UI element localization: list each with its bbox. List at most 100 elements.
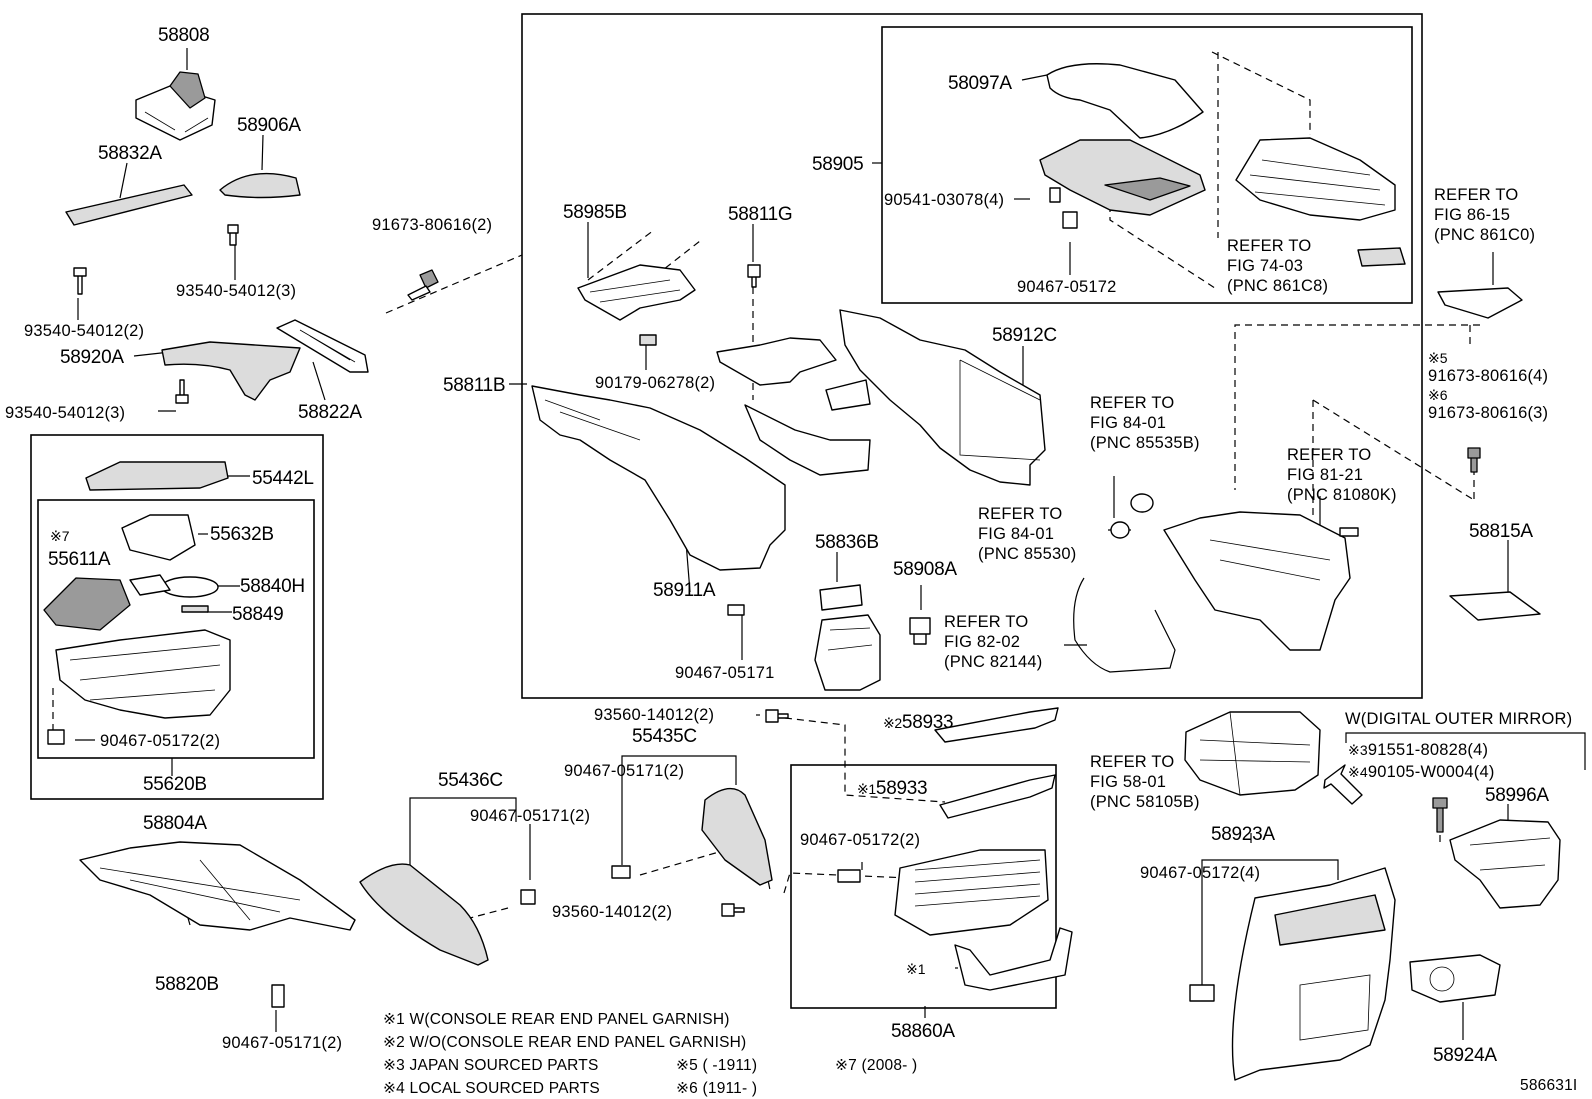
label-93540-54012-3b: 93540-54012(3) xyxy=(5,404,125,422)
part-labels: 58808 58906A 58832A 93540-54012(2) 93540… xyxy=(5,25,1577,1094)
label-91673-80616-2: 91673-80616(2) xyxy=(372,216,492,234)
label-90467-05171-2c: 90467-05171(2) xyxy=(564,762,684,780)
label-58906A: 58906A xyxy=(237,115,301,136)
label-93560-14012-2b: 93560-14012(2) xyxy=(552,903,672,921)
svg-text:REFER TO: REFER TO xyxy=(978,505,1062,523)
part-58933-garnish-upper xyxy=(934,707,1059,743)
part-55632B-bracket xyxy=(121,514,196,561)
part-91551-screw xyxy=(1432,797,1448,833)
box-58860A xyxy=(790,764,1057,1009)
legend-note-3: ※3 JAPAN SOURCED PARTS xyxy=(383,1057,599,1074)
part-58911A-console-side xyxy=(531,385,786,571)
part-tray-body xyxy=(55,629,231,719)
svg-text:(PNC 861C8): (PNC 861C8) xyxy=(1227,277,1328,295)
part-90467-05172-clip-top xyxy=(1062,211,1078,229)
part-58920A-trim xyxy=(161,341,301,401)
label-58836B: 58836B xyxy=(815,532,879,553)
label-58097A: 58097A xyxy=(948,73,1012,94)
label-91673-80616-3: 91673-80616(3) xyxy=(1428,404,1548,422)
part-90467-05171-clip-bracket xyxy=(271,984,285,1008)
label-93540-54012-3a: 93540-54012(3) xyxy=(176,282,296,300)
label-90541-03078-4: 90541-03078(4) xyxy=(884,191,1004,209)
digital-mirror-bracket xyxy=(1345,732,1586,770)
part-90467-05171-clip-panel xyxy=(520,889,536,905)
label-58820B: 58820B xyxy=(155,974,219,995)
svg-text:(PNC 85535B): (PNC 85535B) xyxy=(1090,434,1200,452)
label-90467-05172-2b: 90467-05172(2) xyxy=(800,831,920,849)
footnote-legend: ※1 W(CONSOLE REAR END PANEL GARNISH) ※2 … xyxy=(383,1011,917,1097)
svg-text:FIG 81-21: FIG 81-21 xyxy=(1287,466,1363,484)
refer-to-86-15: REFER TO FIG 86-15 (PNC 861C0) xyxy=(1434,186,1535,244)
svg-text:FIG 84-01: FIG 84-01 xyxy=(1090,414,1166,432)
part-58849-mat xyxy=(181,605,209,613)
label-90467-05171: 90467-05171 xyxy=(675,664,774,682)
label-58804A: 58804A xyxy=(143,813,207,834)
part-90467-05172-clip-tray xyxy=(47,729,65,745)
label-90467-05172-2a: 90467-05172(2) xyxy=(100,732,220,750)
legend-note-6: ※6 (1911- ) xyxy=(676,1080,757,1097)
mark-5: ※5 xyxy=(1428,350,1448,366)
label-58933-upper: ※258933 xyxy=(883,712,953,733)
part-58820B-bracket xyxy=(79,841,356,931)
label-55436C: 55436C xyxy=(438,770,503,791)
label-58996A: 58996A xyxy=(1485,785,1549,806)
part-58840H-mat xyxy=(129,574,219,598)
part-58923A-panel xyxy=(1231,867,1396,1081)
label-58811G: 58811G xyxy=(728,204,792,225)
svg-text:FIG 86-15: FIG 86-15 xyxy=(1434,206,1510,224)
label-58808: 58808 xyxy=(158,25,209,46)
label-58924A: 58924A xyxy=(1433,1045,1497,1066)
screws-left xyxy=(73,224,239,404)
label-55442L: 55442L xyxy=(252,468,314,489)
diagram-id: 586631I xyxy=(1520,1077,1577,1094)
refer-to-84-01-a: REFER TO FIG 84-01 (PNC 85535B) xyxy=(1090,394,1200,452)
main-group-box xyxy=(521,13,1423,699)
label-58822A: 58822A xyxy=(298,402,362,423)
condition-digital-outer-mirror: W(DIGITAL OUTER MIRROR) xyxy=(1345,710,1572,728)
label-90105-W0004-4: ※490105-W0004(4) xyxy=(1348,763,1495,781)
part-58822A-trim xyxy=(276,319,369,373)
armrest-group-box xyxy=(881,26,1413,304)
part-cigarette-lighter xyxy=(1110,493,1154,539)
part-wire-harness xyxy=(1073,577,1176,673)
label-55611A: 55611A xyxy=(48,549,111,570)
label-58920A: 58920A xyxy=(60,347,124,368)
svg-text:REFER TO: REFER TO xyxy=(1090,394,1174,412)
legend-note-2: ※2 W/O(CONSOLE REAR END PANEL GARNISH) xyxy=(383,1034,746,1051)
mark-58860A-garnish: ※1 xyxy=(906,961,926,977)
part-58860A-garnish xyxy=(954,927,1073,991)
label-55632B: 55632B xyxy=(210,524,274,545)
label-58840H: 58840H xyxy=(240,576,305,597)
label-58905: 58905 xyxy=(812,154,863,175)
part-58933-garnish-lower xyxy=(939,774,1056,819)
part-58908A-clip xyxy=(909,617,931,645)
label-58911A: 58911A xyxy=(653,580,716,601)
part-58906A-cap xyxy=(219,172,301,199)
svg-text:(PNC 81080K): (PNC 81080K) xyxy=(1287,486,1397,504)
legend-note-4: ※4 LOCAL SOURCED PARTS xyxy=(383,1080,600,1097)
part-58924A-garnish xyxy=(1409,954,1501,1003)
refer-to-84-01-b: REFER TO FIG 84-01 (PNC 85530) xyxy=(978,505,1076,563)
part-58836B-insert xyxy=(819,584,863,611)
svg-text:REFER TO: REFER TO xyxy=(1090,753,1174,771)
label-58811B: 58811B xyxy=(443,375,505,396)
mark-6: ※6 xyxy=(1428,387,1448,403)
part-58832A-strip xyxy=(65,184,193,226)
part-58860A-vent xyxy=(894,849,1049,936)
part-58811G-clip xyxy=(747,264,761,288)
part-90541-screw xyxy=(1049,187,1061,203)
label-93560-14012-2a: 93560-14012(2) xyxy=(594,706,714,724)
part-90467-05172-clip-vent xyxy=(837,869,861,883)
part-console-frame-upper xyxy=(1163,511,1351,651)
label-91551-80828-4: ※391551-80828(4) xyxy=(1348,741,1488,759)
svg-text:(PNC 58105B): (PNC 58105B) xyxy=(1090,793,1200,811)
label-58849: 58849 xyxy=(232,604,283,625)
label-91673-80616-4: 91673-80616(4) xyxy=(1428,367,1548,385)
label-55620B: 55620B xyxy=(143,774,207,795)
legend-note-7: ※7 (2008- ) xyxy=(835,1057,917,1074)
svg-text:FIG 74-03: FIG 74-03 xyxy=(1227,257,1303,275)
svg-text:FIG 84-01: FIG 84-01 xyxy=(978,525,1054,543)
label-58985B: 58985B xyxy=(563,202,627,223)
part-90467-05171-clip xyxy=(727,604,745,616)
svg-text:(PNC 861C0): (PNC 861C0) xyxy=(1434,226,1535,244)
